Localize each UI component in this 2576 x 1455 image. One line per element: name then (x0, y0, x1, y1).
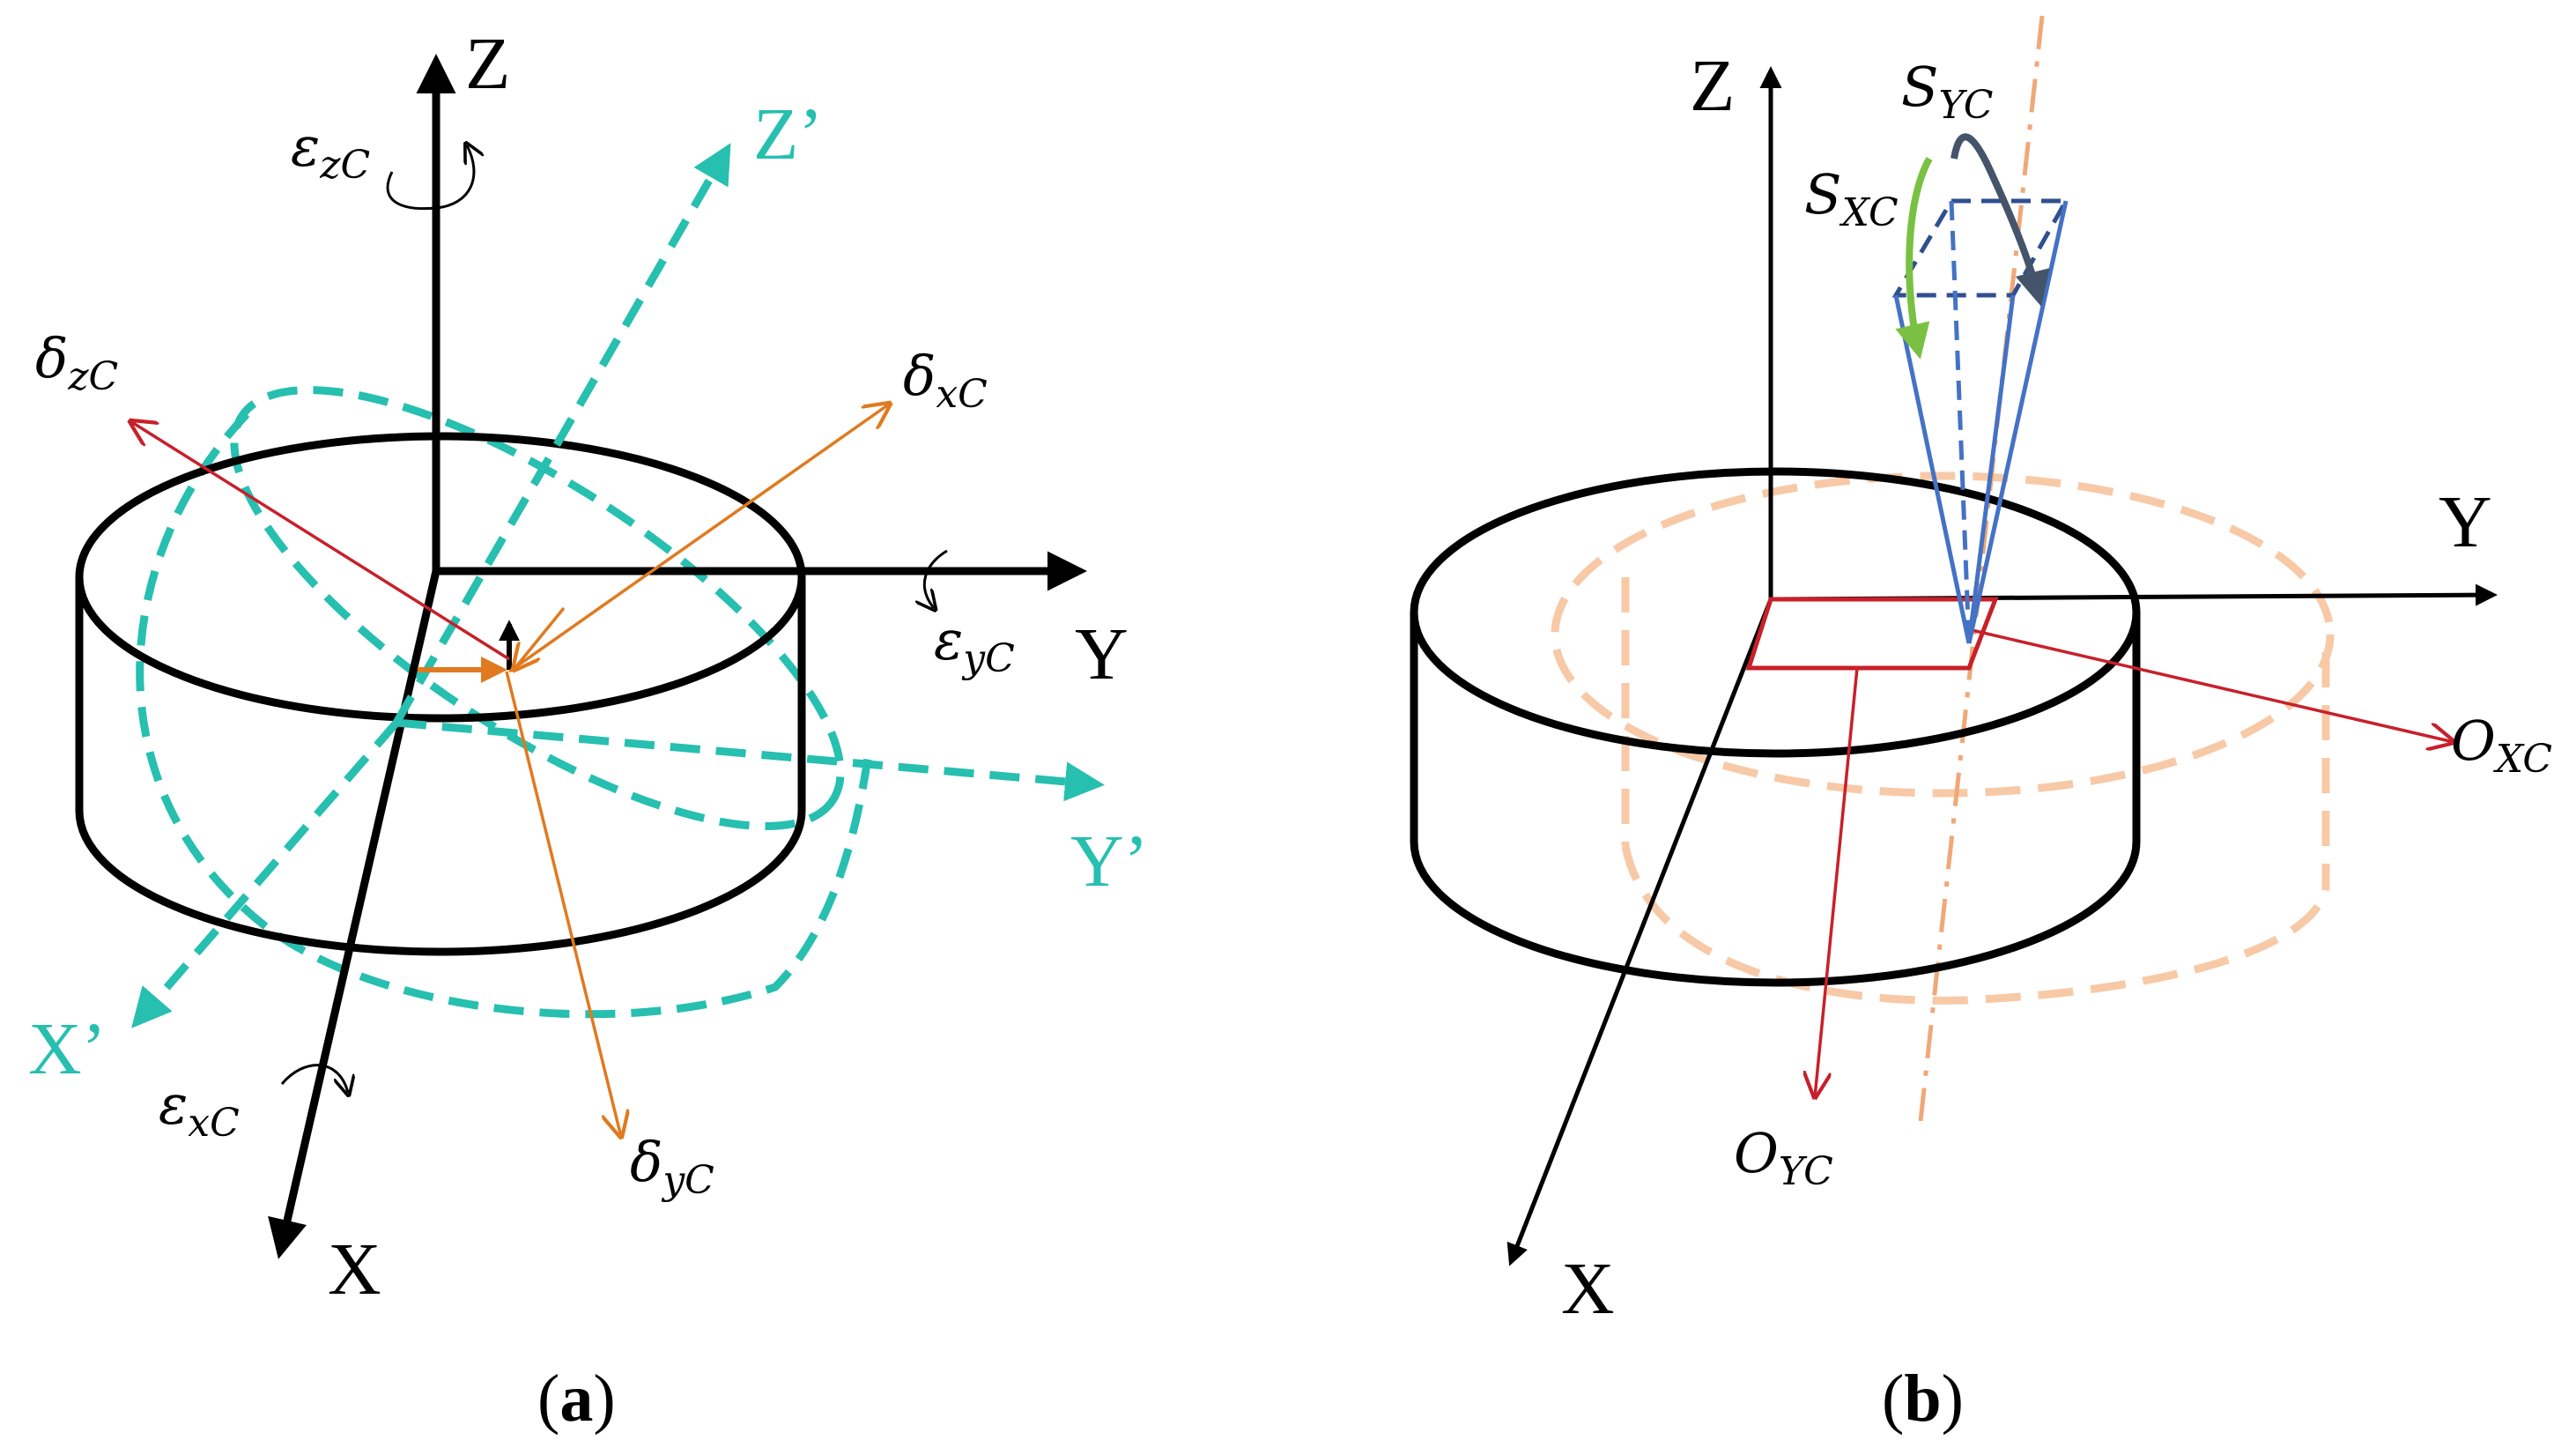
tilt-pyramid (1891, 198, 2070, 644)
deviation-vectors (130, 404, 890, 1137)
axes-a (268, 54, 1087, 1259)
origin-offsets (418, 620, 520, 683)
o-yc-label: OYC (1734, 1121, 1833, 1194)
delta-zc-label: δzC (35, 326, 118, 399)
s-xc-label: SXC (1804, 162, 1899, 235)
caption-a: (a) (537, 1362, 616, 1436)
rotation-x-arrow (280, 1064, 348, 1093)
s-yc-rotation-arrow (1951, 133, 2050, 307)
s-yc-label: SYC (1901, 55, 1993, 128)
z-prime-label: Z’ (753, 93, 823, 175)
eps-yc-label: εyC (934, 608, 1015, 681)
s-xc-rotation-arrow (1895, 157, 1933, 360)
caption-b: (b) (1882, 1362, 1964, 1436)
panel-a: Z Y X Z’ Y’ X’ εzC εyC εxC δzC δxC δyC (… (28, 23, 1149, 1436)
y-axis-label-a: Y (1075, 613, 1129, 695)
delta-yc-label: δyC (630, 1130, 714, 1203)
eps-zc-label: εzC (291, 115, 370, 188)
rotation-z-arrow (386, 145, 474, 211)
z-axis-label-a: Z (465, 23, 510, 105)
rotated-cylinder (136, 386, 872, 1019)
y-prime-label: Y’ (1070, 820, 1149, 902)
eps-xc-label: εxC (159, 1073, 240, 1146)
x-axis-label-b: X (1561, 1248, 1615, 1330)
offset-axis (1918, 15, 2045, 1122)
offset-vectors (1815, 628, 2454, 1097)
offset-cylinder (1551, 471, 2335, 1005)
rotated-axes-a (131, 143, 1105, 1028)
o-xc-label: OXC (2451, 709, 2552, 782)
delta-xc-label: δxC (903, 344, 988, 417)
cylinder-a (75, 432, 806, 956)
rotation-y-arrow (924, 549, 948, 608)
rotation-arrows-a (280, 145, 948, 1093)
axes-b (1506, 66, 2498, 1266)
cylinder-b (1410, 467, 2141, 987)
offset-rectangle (1745, 597, 1999, 671)
y-axis-label-b: Y (2439, 481, 2492, 563)
x-prime-label: X’ (28, 1008, 107, 1090)
z-axis-label-b: Z (1690, 45, 1735, 127)
panel-b: Z Y X SYC SXC OXC OYC (b) (1410, 15, 2552, 1436)
x-axis-label-a: X (328, 1229, 381, 1310)
